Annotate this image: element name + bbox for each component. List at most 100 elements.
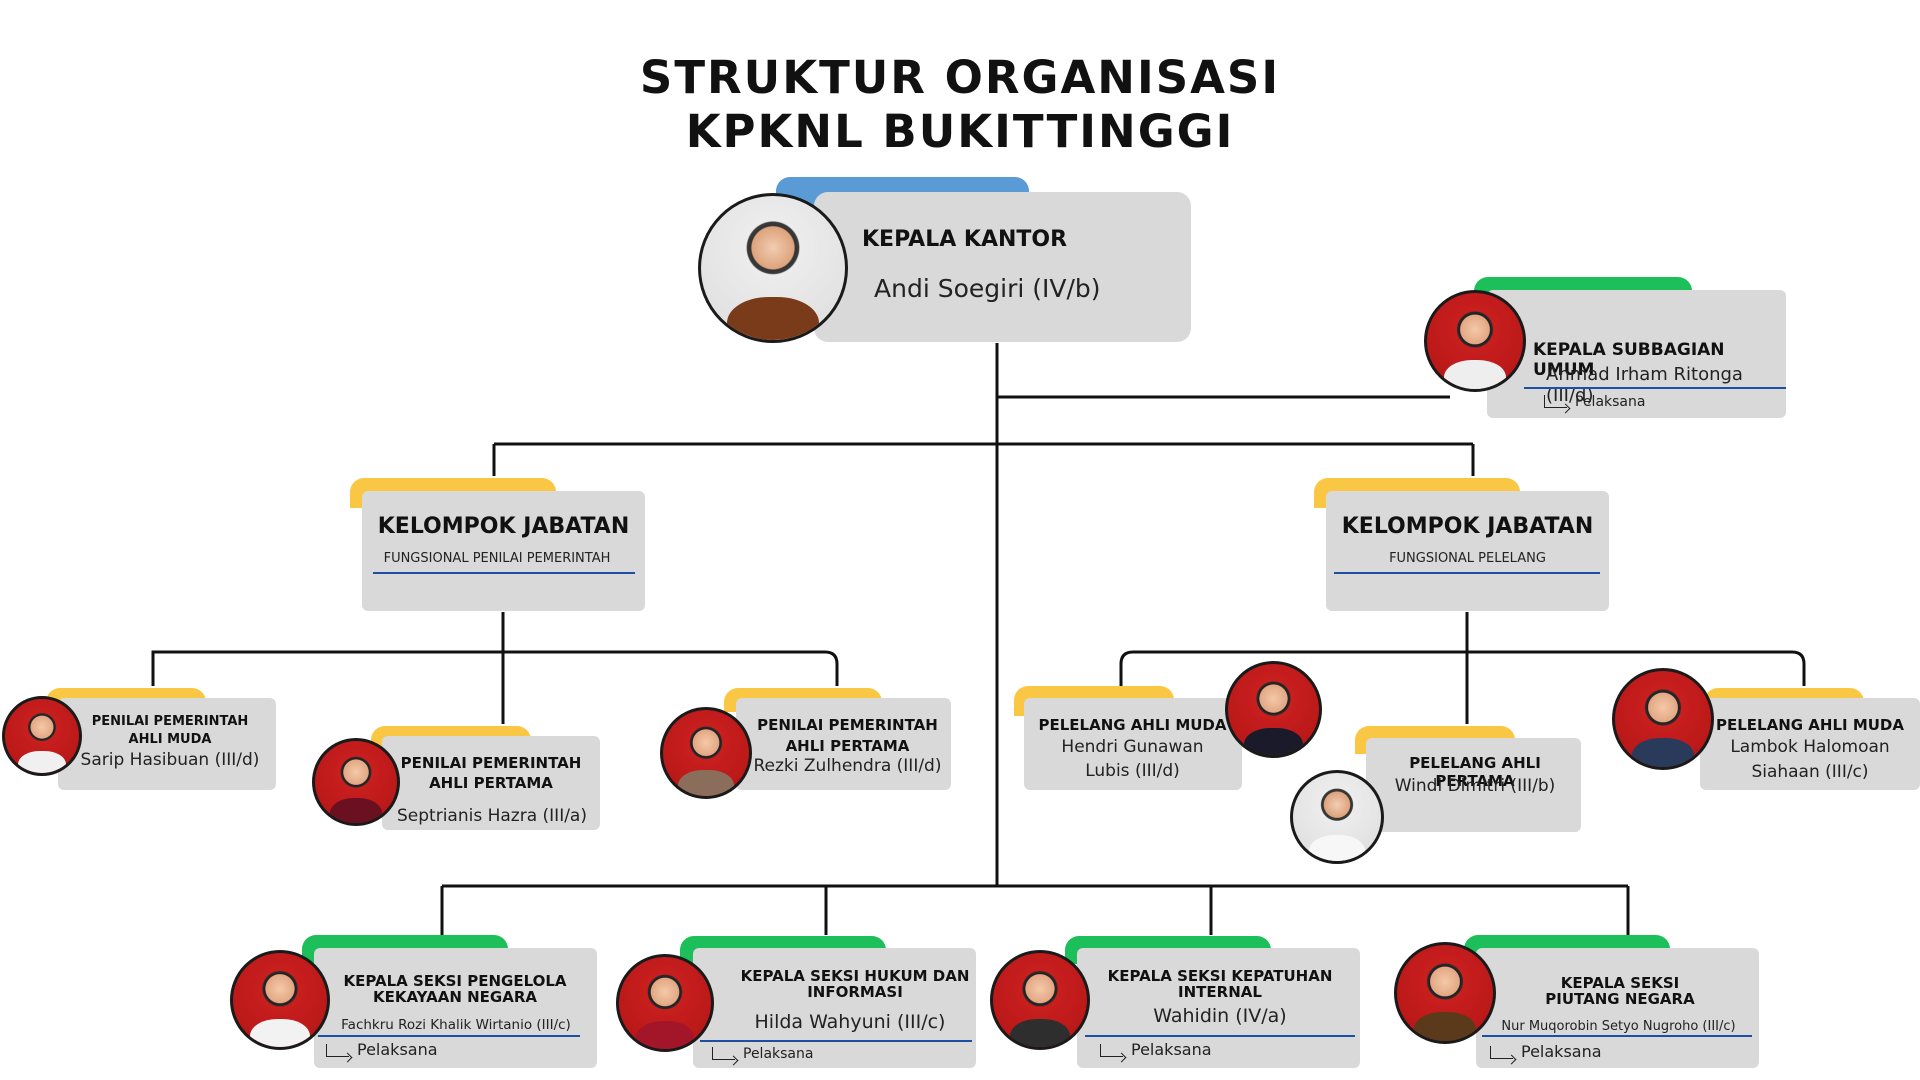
seksi-4-name: Nur Muqorobin Setyo Nugroho (III/c) <box>1501 1019 1736 1034</box>
subbag-pelaksana: Pelaksana <box>1544 394 1645 410</box>
seksi-4-avatar-body <box>1414 1012 1476 1041</box>
subbag-avatar-body <box>1444 360 1506 389</box>
group-penilai-underline <box>373 572 635 574</box>
penilai-2-avatar <box>312 738 400 826</box>
group-pelelang-title: KELOMPOK JABATAN <box>1341 514 1594 539</box>
seksi-4-underline <box>1482 1035 1752 1037</box>
head-card <box>814 192 1191 342</box>
pelelang-2-avatar <box>1290 770 1384 864</box>
page-title-line-2: KPKNL BUKITTINGGI <box>685 105 1235 158</box>
pelelang-1-avatar-body <box>1244 727 1303 755</box>
seksi-2-avatar <box>616 954 714 1052</box>
penilai-2-role-line-1: PENILAI PEMERINTAH <box>400 754 582 772</box>
page-title-line-1: STRUKTUR ORGANISASI <box>639 51 1281 104</box>
penilai-3-role-line-1: PENILAI PEMERINTAH <box>757 716 938 734</box>
seksi-4-pelaksana-arrow-icon <box>1490 1046 1513 1059</box>
seksi-4-role-line-2: PIUTANG NEGARA <box>1545 990 1695 1008</box>
seksi-1-avatar-body <box>249 1018 311 1047</box>
seksi-connector <box>440 884 1630 935</box>
seksi-1-role-line-1: KEPALA SEKSI PENGELOLA <box>343 972 567 990</box>
penilai-1-role-line-2: AHLI MUDA <box>128 732 212 747</box>
pelelang-1-avatar <box>1225 661 1322 758</box>
seksi-1-name: Fachkru Rozi Khalik Wirtanio (III/c) <box>341 1017 571 1033</box>
penilai-1-name: Sarip Hasibuan (III/d) <box>80 750 260 770</box>
pelelang-connector <box>1119 612 1806 724</box>
seksi-2-role-line-1: KEPALA SEKSI HUKUM DAN <box>740 967 970 985</box>
subbag-underline <box>1524 387 1786 389</box>
seksi-4-pelaksana: Pelaksana <box>1490 1042 1602 1061</box>
seksi-3-pelaksana-arrow-icon <box>1100 1044 1123 1057</box>
seksi-1-avatar <box>230 950 330 1050</box>
seksi-1-pelaksana: Pelaksana <box>326 1040 438 1059</box>
seksi-1-card <box>314 948 597 1068</box>
subbag-pelaksana-label: Pelaksana <box>1575 394 1646 410</box>
penilai-3-name: Rezki Zulhendra (III/d) <box>753 756 942 776</box>
penilai-3-avatar <box>660 707 752 799</box>
penilai-1-avatar <box>2 696 82 776</box>
groups-connector <box>492 442 1475 476</box>
seksi-2-role-line-2: INFORMASI <box>807 983 903 1001</box>
pelelang-2-card <box>1366 738 1581 832</box>
penilai-2-avatar-body <box>329 798 383 823</box>
head-name: Andi Soegiri (IV/b) <box>874 274 1101 303</box>
penilai-1-avatar-body <box>18 750 66 773</box>
penilai-2-role-line-2: AHLI PERTAMA <box>429 774 553 792</box>
head-avatar-body <box>726 296 820 340</box>
seksi-1-pelaksana-label: Pelaksana <box>357 1040 438 1059</box>
pelelang-3-name-line-1: Lambok Halomoan <box>1730 737 1890 757</box>
pelelang-2-name: Windi Dimitri (III/b) <box>1394 776 1556 796</box>
pelelang-3-avatar <box>1612 668 1714 770</box>
head-avatar <box>698 193 848 343</box>
group-penilai-title: KELOMPOK JABATAN <box>377 514 630 539</box>
seksi-1-role-line-2: KEKAYAAN NEGARA <box>373 988 537 1006</box>
penilai-3-card <box>736 698 951 790</box>
seksi-4-avatar <box>1394 942 1496 1044</box>
seksi-3-pelaksana-label: Pelaksana <box>1131 1040 1212 1059</box>
seksi-3-avatar-body <box>1009 1018 1071 1047</box>
pelelang-2-role: PELELANG AHLI PERTAMA <box>1409 754 1541 790</box>
subbag-role: KEPALA SUBBAGIAN UMUM <box>1533 340 1725 380</box>
subbag-pelaksana-arrow-icon <box>1544 395 1567 408</box>
pelelang-3-role: PELELANG AHLI MUDA <box>1716 716 1904 734</box>
pelelang-3-avatar-body <box>1632 738 1694 767</box>
seksi-3-avatar <box>990 950 1090 1050</box>
pelelang-1-role: PELELANG AHLI MUDA <box>1038 716 1227 734</box>
penilai-connector <box>151 612 839 724</box>
group-pelelang-card <box>1326 491 1609 611</box>
penilai-1-role-line-1: PENILAI PEMERINTAH <box>91 714 249 729</box>
penilai-2-name: Septrianis Hazra (III/a) <box>397 806 587 826</box>
seksi-4-pelaksana-label: Pelaksana <box>1521 1042 1602 1061</box>
seksi-2-name: Hilda Wahyuni (III/c) <box>754 1011 946 1033</box>
seksi-2-card <box>693 948 976 1068</box>
group-pelelang-subtitle: FUNGSIONAL PELELANG <box>1389 551 1546 566</box>
pelelang-1-name-line-2: Lubis (III/d) <box>1085 761 1180 781</box>
seksi-3-name: Wahidin (IV/a) <box>1153 1005 1287 1027</box>
seksi-4-card <box>1476 948 1759 1068</box>
subbag-card <box>1487 290 1786 418</box>
head-role: KEPALA KANTOR <box>862 227 1068 252</box>
seksi-1-underline <box>318 1035 580 1037</box>
pelelang-3-name-line-2: Siahaan (III/c) <box>1751 762 1869 782</box>
group-penilai-subtitle: FUNGSIONAL PENILAI PEMERINTAH <box>383 551 611 566</box>
penilai-3-avatar-body <box>678 770 734 796</box>
pelelang-3-card <box>1700 698 1920 790</box>
penilai-1-card <box>58 698 276 790</box>
seksi-3-underline <box>1085 1035 1355 1037</box>
seksi-3-role-line-2: INTERNAL <box>1178 983 1262 1001</box>
seksi-3-pelaksana: Pelaksana <box>1100 1040 1212 1059</box>
penilai-3-role-line-2: AHLI PERTAMA <box>785 737 910 755</box>
seksi-2-avatar-body <box>635 1021 695 1049</box>
pelelang-1-card <box>1024 698 1242 790</box>
pelelang-1-name-line-1: Hendri Gunawan <box>1061 737 1204 757</box>
seksi-2-underline <box>700 1040 972 1042</box>
seksi-2-pelaksana: Pelaksana <box>712 1046 813 1062</box>
seksi-2-pelaksana-label: Pelaksana <box>743 1046 814 1062</box>
seksi-1-pelaksana-arrow-icon <box>326 1044 349 1057</box>
penilai-2-card <box>382 736 600 830</box>
seksi-3-card <box>1077 948 1360 1068</box>
seksi-4-role-line-1: KEPALA SEKSI <box>1560 974 1680 992</box>
subbag-avatar <box>1424 290 1526 392</box>
group-pelelang-underline <box>1334 572 1600 574</box>
seksi-2-pelaksana-arrow-icon <box>712 1047 735 1060</box>
